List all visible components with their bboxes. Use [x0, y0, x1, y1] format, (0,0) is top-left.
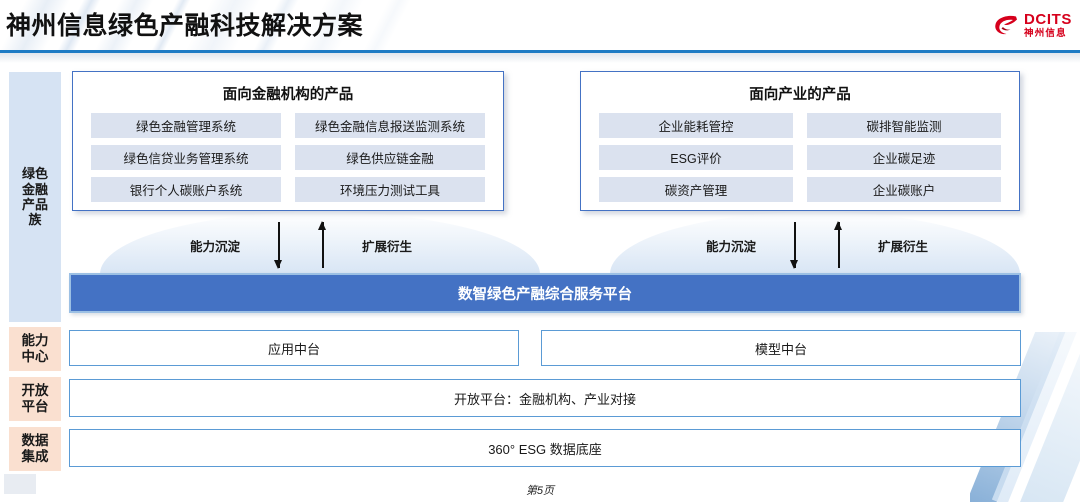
- box-label: 应用中台: [267, 341, 320, 357]
- product-item[interactable]: 碳资产管理: [599, 177, 793, 202]
- panel-item-grid: 企业能耗管控 碳排智能监测 ESG评价 企业碳足迹 碳资产管理 企业碳账户: [581, 113, 1019, 202]
- panel-financial-institution-products: 面向金融机构的产品 绿色金融管理系统 绿色金融信息报送监测系统 绿色信贷业务管理…: [72, 71, 504, 211]
- platform-bar[interactable]: 数智绿色产融综合服务平台: [69, 273, 1021, 313]
- product-item[interactable]: 绿色金融信息报送监测系统: [295, 113, 485, 138]
- arrow-up-icon: [834, 221, 844, 268]
- product-item[interactable]: 企业能耗管控: [599, 113, 793, 138]
- panel-item-grid: 绿色金融管理系统 绿色金融信息报送监测系统 绿色信贷业务管理系统 绿色供应链金融…: [73, 113, 503, 202]
- header-divider: [0, 50, 1080, 53]
- dcits-swirl-logo-icon: [995, 15, 1017, 35]
- box-label: 模型中台: [754, 341, 807, 357]
- open-platform-box[interactable]: 开放平台：金融机构、产业对接: [69, 379, 1021, 417]
- box-label: 360° ESG 数据底座: [488, 441, 602, 457]
- product-item[interactable]: 绿色信贷业务管理系统: [91, 145, 281, 170]
- panel-title: 面向金融机构的产品: [222, 87, 354, 103]
- sidebar-item-capability-center[interactable]: 能力 中心: [9, 327, 61, 371]
- page-footer: 第5页: [525, 485, 555, 497]
- header-divider-shadow: [0, 53, 1080, 63]
- data-integration-box[interactable]: 360° ESG 数据底座: [69, 429, 1021, 467]
- panel-title: 面向产业的产品: [749, 87, 851, 103]
- arrow-down-icon: [790, 222, 800, 269]
- sidebar-item-open-platform[interactable]: 开放 平台: [9, 377, 61, 421]
- flow-label-down: 能力沉淀: [190, 239, 241, 254]
- product-item[interactable]: 企业碳足迹: [807, 145, 1001, 170]
- sidebar-label-text: 数据 集成: [21, 433, 49, 464]
- flow-label-down: 能力沉淀: [706, 239, 757, 254]
- box-label: 开放平台：金融机构、产业对接: [453, 391, 636, 407]
- product-item[interactable]: 企业碳账户: [807, 177, 1001, 202]
- logo-text-en: DCITS: [1024, 10, 1072, 28]
- capability-box-application[interactable]: 应用中台: [69, 330, 519, 366]
- sidebar-item-green-finance-products[interactable]: 绿色 金融 产品 族: [9, 72, 61, 322]
- product-item[interactable]: 碳排智能监测: [807, 113, 1001, 138]
- page-title: 神州信息绿色产融科技解决方案: [6, 12, 364, 40]
- logo-text-cn: 神州信息: [1024, 27, 1067, 39]
- flow-label-up: 扩展衍生: [878, 239, 929, 254]
- sidebar-label-text: 开放 平台: [21, 383, 49, 414]
- sidebar-label-text: 绿色 金融 产品 族: [21, 166, 48, 228]
- flow-label-up: 扩展衍生: [362, 239, 413, 254]
- arrow-up-icon: [318, 221, 328, 268]
- flow-group-right: 能力沉淀 扩展衍生: [706, 221, 929, 269]
- product-item[interactable]: 绿色供应链金融: [295, 145, 485, 170]
- arrow-down-icon: [274, 222, 284, 269]
- capability-box-model[interactable]: 模型中台: [541, 330, 1021, 366]
- sidebar-item-data-integration[interactable]: 数据 集成: [9, 427, 61, 471]
- bottom-left-decoration: [4, 474, 36, 494]
- platform-bar-label: 数智绿色产融综合服务平台: [458, 286, 632, 303]
- product-item[interactable]: 银行个人碳账户系统: [91, 177, 281, 202]
- brand-logo: DCITS 神州信息: [993, 8, 1072, 42]
- product-item[interactable]: 绿色金融管理系统: [91, 113, 281, 138]
- sidebar-label-text: 能力 中心: [21, 333, 49, 364]
- product-item[interactable]: 环境压力测试工具: [295, 177, 485, 202]
- product-item[interactable]: ESG评价: [599, 145, 793, 170]
- panel-industry-products: 面向产业的产品 企业能耗管控 碳排智能监测 ESG评价 企业碳足迹 碳资产管理 …: [580, 71, 1020, 211]
- flow-group-left: 能力沉淀 扩展衍生: [190, 221, 413, 269]
